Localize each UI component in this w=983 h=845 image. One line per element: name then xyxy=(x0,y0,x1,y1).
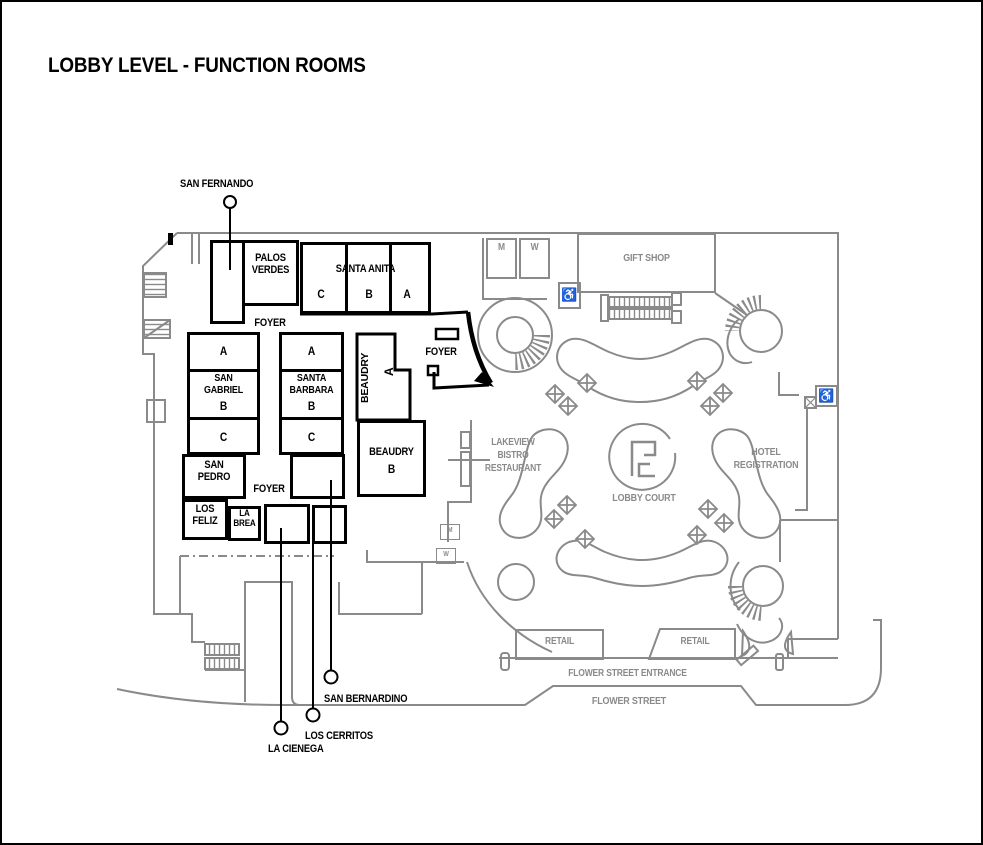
foyer-upper-label: FOYER xyxy=(254,317,286,329)
room-la-brea xyxy=(228,506,261,541)
restroom-w-small-box xyxy=(436,548,456,564)
page-title: LOBBY LEVEL - FUNCTION ROOMS xyxy=(48,54,366,77)
beaudry-a-name-label: BEAUDRY xyxy=(359,352,371,404)
beaudry-a-letter-label: A xyxy=(382,367,396,377)
santa-anita-divider-1 xyxy=(345,245,348,311)
gift-shop-box xyxy=(577,233,716,293)
outer-shell-top-right xyxy=(177,232,839,639)
stairs-bottom-2 xyxy=(204,657,240,670)
restroom-w-box xyxy=(519,238,550,279)
room-san-gabriel xyxy=(187,332,260,455)
la-cienega-leader xyxy=(273,528,289,736)
san-bernardino-leader xyxy=(323,480,339,685)
flower-street-outline xyxy=(116,619,882,706)
architecture-walls xyxy=(116,232,882,706)
foyer-curved-wall xyxy=(465,311,493,385)
restroom-m-label: M xyxy=(498,242,505,253)
function-room-walls xyxy=(168,233,494,422)
san-gabriel-c-label: C xyxy=(219,430,228,444)
room-beaudry-b xyxy=(357,420,426,497)
restroom-w-label: W xyxy=(530,242,539,253)
foyer-lower-label: FOYER xyxy=(253,483,285,495)
restroom-m-small-label: M xyxy=(447,527,453,534)
restroom-w-small-label: W xyxy=(443,551,449,558)
flower-street-entrance-label: FLOWER STREET ENTRANCE xyxy=(568,668,687,679)
spiral-stair-top-right xyxy=(725,295,783,365)
escalator xyxy=(600,292,682,324)
spiral-stair-bottom-right xyxy=(693,546,784,644)
stairs-bottom-1 xyxy=(204,643,240,656)
santa-anita-c-label: C xyxy=(317,287,325,301)
accessible-icon-right: ♿ xyxy=(818,388,835,403)
san-gabriel-a-label: A xyxy=(219,344,228,358)
retail-right-box xyxy=(647,628,736,660)
santa-barbara-c-label: C xyxy=(307,430,316,444)
room-san-fernando xyxy=(210,240,245,324)
retail-right-label: RETAIL xyxy=(680,636,710,647)
santa-anita-a-label: A xyxy=(403,287,411,301)
accessible-box-right xyxy=(815,385,838,407)
santa-anita-b-label: B xyxy=(365,287,373,301)
callout-san-fernando: SAN FERNANDO xyxy=(180,178,254,190)
foyer-beaudry-label: FOYER xyxy=(425,346,457,358)
stairs-left-1 xyxy=(143,272,167,298)
san-fernando-leader xyxy=(223,195,237,270)
callout-san-bernardino: SAN BERNARDINO xyxy=(324,693,408,705)
corridor-bottom-left xyxy=(244,581,301,706)
santa-barbara-a-label: A xyxy=(307,344,316,358)
santa-anita-divider-2 xyxy=(389,245,392,311)
santa-anita-label: SANTA ANITA xyxy=(335,263,396,275)
gift-shop-label: GIFT SHOP xyxy=(623,252,670,264)
lobby-court-circle xyxy=(608,422,677,491)
callout-los-cerritos: LOS CERRITOS xyxy=(305,730,373,742)
retail-left-label: RETAIL xyxy=(544,636,575,647)
room-san-pedro xyxy=(182,454,246,499)
bistro-walls xyxy=(447,420,553,653)
lobby-court-label: LOBBY COURT xyxy=(612,492,676,504)
accessible-box-top xyxy=(558,282,581,309)
callout-la-cienega: LA CIENEGA xyxy=(268,743,324,755)
restroom-m-small-box xyxy=(440,524,460,540)
retail-left-box xyxy=(515,629,604,660)
column-circle xyxy=(497,563,535,601)
lobby-planters xyxy=(498,337,782,588)
beaudry-b-letter-label: B xyxy=(387,462,396,476)
room-los-feliz xyxy=(182,499,228,540)
room-los-cerritos xyxy=(312,505,347,544)
entrance-doors xyxy=(500,627,795,671)
san-gabriel-b-label: B xyxy=(219,399,228,413)
beaudry-b-label: BEAUDRY xyxy=(369,446,414,458)
room-san-bernardino xyxy=(290,454,345,499)
room-la-cienega xyxy=(264,504,310,544)
spiral-stair-top-left xyxy=(477,297,553,373)
elevator-left xyxy=(146,399,166,423)
flower-street-label: FLOWER STREET xyxy=(591,695,667,707)
room-santa-barbara xyxy=(279,332,344,455)
outer-shell-left xyxy=(142,232,180,615)
accessible-icon-top: ♿ xyxy=(561,287,578,302)
santa-barbara-b-label: B xyxy=(307,399,316,413)
restroom-m-box xyxy=(486,238,517,279)
room-palos-verdes xyxy=(242,240,299,306)
room-santa-anita xyxy=(300,242,431,314)
